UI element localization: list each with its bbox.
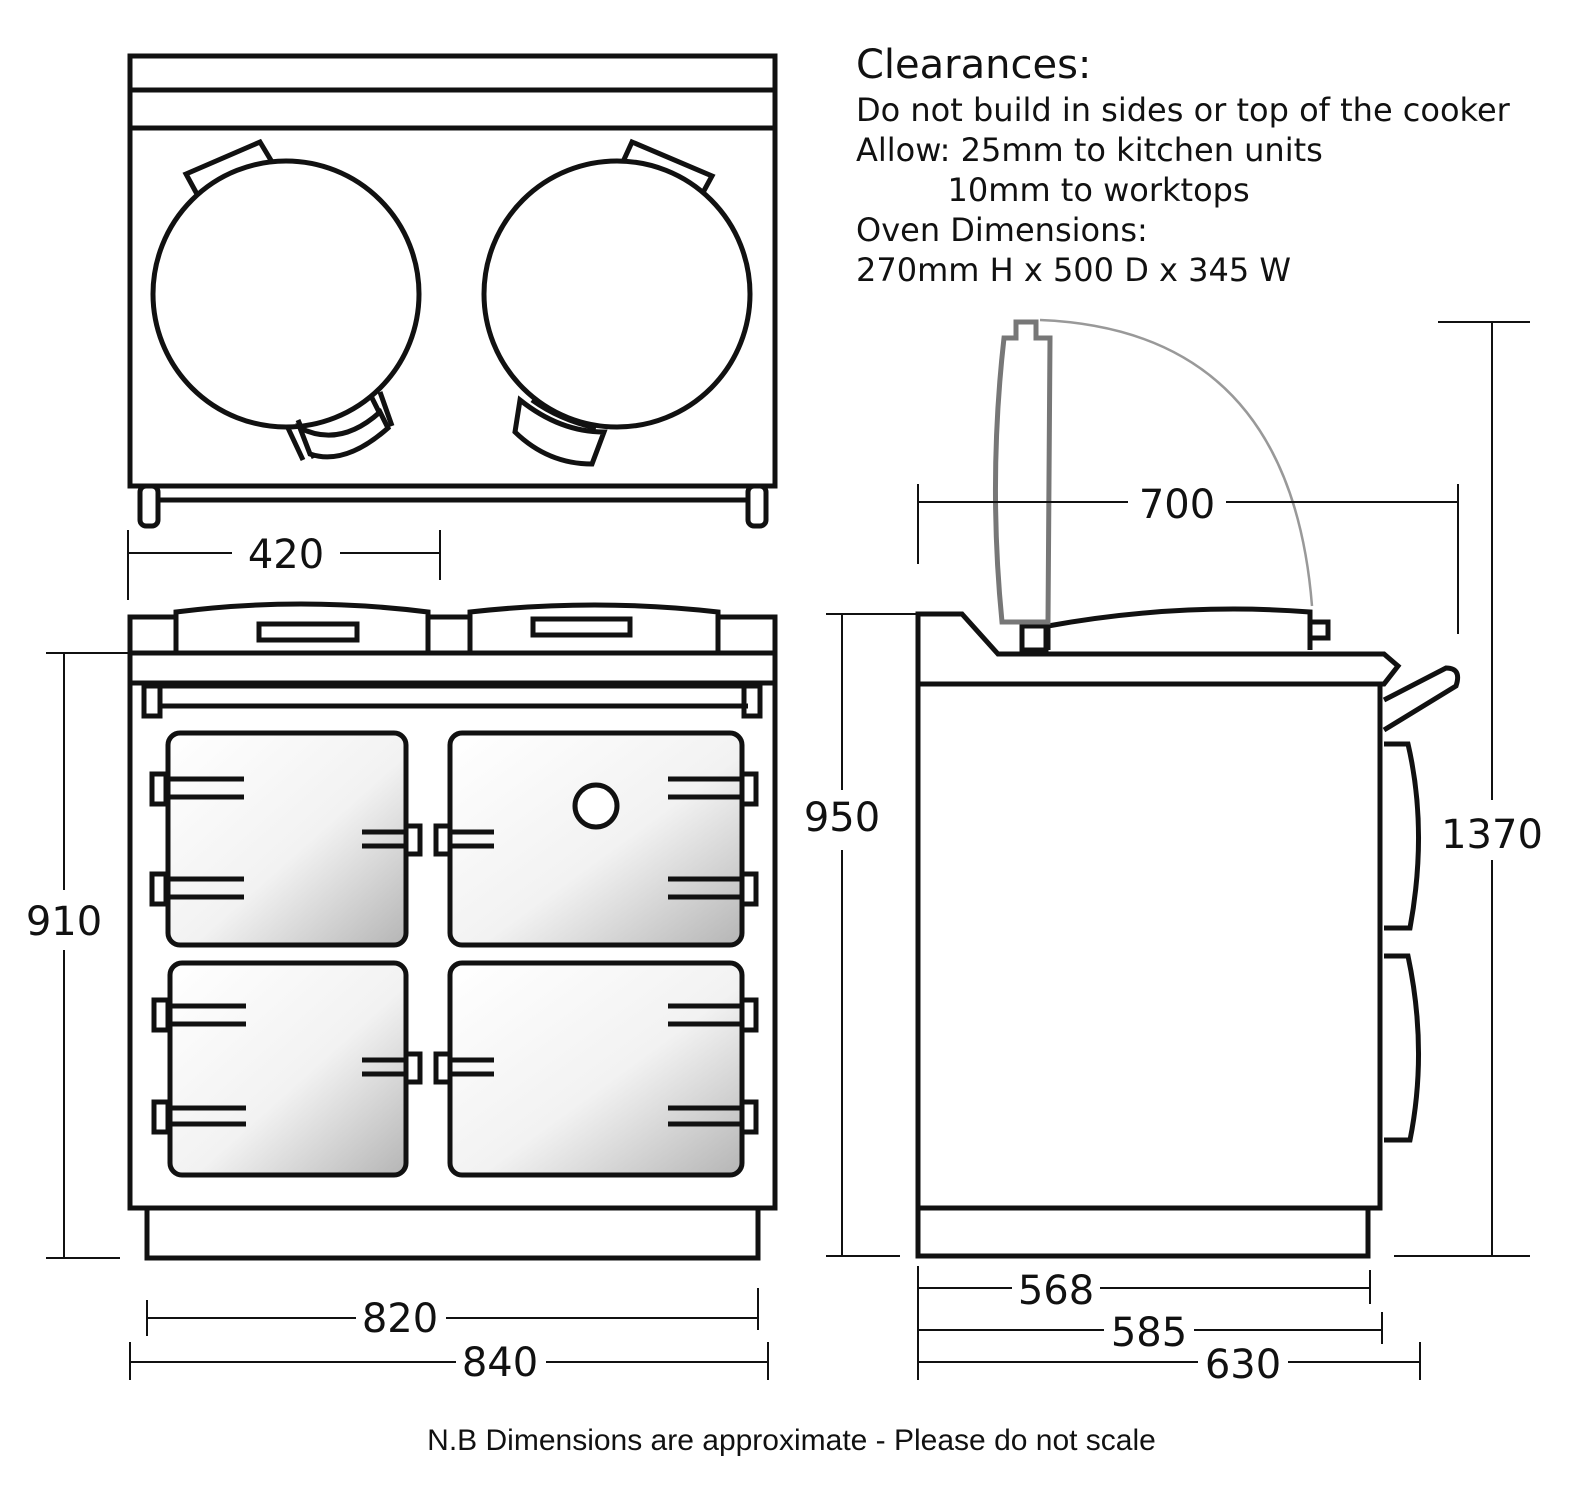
plinth <box>144 1205 761 1261</box>
dim-side-height: 950 <box>804 795 880 841</box>
open-lid <box>992 318 1314 625</box>
clearances-line: 10mm to worktops <box>856 171 1250 209</box>
dimension-labels: 420 910 820 840 950 700 1370 568 585 630 <box>26 482 1543 1388</box>
footer-note: N.B Dimensions are approximate - Please … <box>427 1424 1156 1457</box>
clearances-line: Oven Dimensions: <box>856 211 1148 249</box>
front-view <box>127 601 778 1261</box>
thermometer-dial <box>572 782 620 830</box>
left-lid-front <box>173 601 431 654</box>
dim-hotplate-width: 420 <box>248 532 324 578</box>
dim-overall-depth: 630 <box>1205 1342 1281 1388</box>
side-towel-rail <box>1382 665 1461 733</box>
rail-leg <box>137 483 161 529</box>
side-body <box>915 681 1383 1211</box>
rail-leg <box>745 483 769 529</box>
dim-overall-width: 840 <box>462 1340 538 1386</box>
left-hotplate-lid <box>150 138 422 462</box>
side-closed-lid <box>1045 606 1313 650</box>
dim-plinth-width: 820 <box>362 1296 438 1342</box>
dim-lid-open-depth: 700 <box>1139 482 1215 528</box>
lid-swing-arc <box>1039 318 1314 607</box>
side-top-plate <box>915 611 1402 687</box>
oven-door-top-left <box>149 730 423 948</box>
dim-depth-with-plate: 585 <box>1111 1310 1187 1356</box>
lid-hinge <box>1019 623 1049 653</box>
side-door-top <box>1384 741 1421 931</box>
oven-door-bottom-right <box>433 960 759 1178</box>
towel-rail-bracket <box>141 683 163 719</box>
side-plinth <box>915 1205 1371 1259</box>
clearances-title: Clearances: <box>856 42 1092 88</box>
left-lid-handle <box>256 621 360 643</box>
dim-overall-height: 1370 <box>1441 812 1543 858</box>
side-view <box>915 606 1461 1259</box>
right-lid-front <box>467 602 721 654</box>
top-view <box>127 53 778 529</box>
dim-body-depth: 568 <box>1018 1268 1094 1314</box>
side-door-bottom <box>1384 953 1421 1143</box>
clearances-line: Do not build in sides or top of the cook… <box>856 91 1510 129</box>
lid-hinge-stop <box>1307 619 1331 641</box>
right-lid-handle <box>530 616 633 638</box>
dim-front-height: 910 <box>26 899 102 945</box>
dimension-lines <box>46 321 1530 1380</box>
right-hotplate-lid <box>481 138 753 467</box>
clearances-line: Allow: 25mm to kitchen units <box>856 131 1323 169</box>
oven-door-bottom-left <box>151 960 423 1178</box>
clearances-line: 270mm H x 500 D x 345 W <box>856 251 1291 289</box>
oven-door-top-right <box>433 730 759 948</box>
clearances-notes: Clearances: Do not build in sides or top… <box>856 40 1510 290</box>
towel-rail-bracket <box>741 683 763 719</box>
